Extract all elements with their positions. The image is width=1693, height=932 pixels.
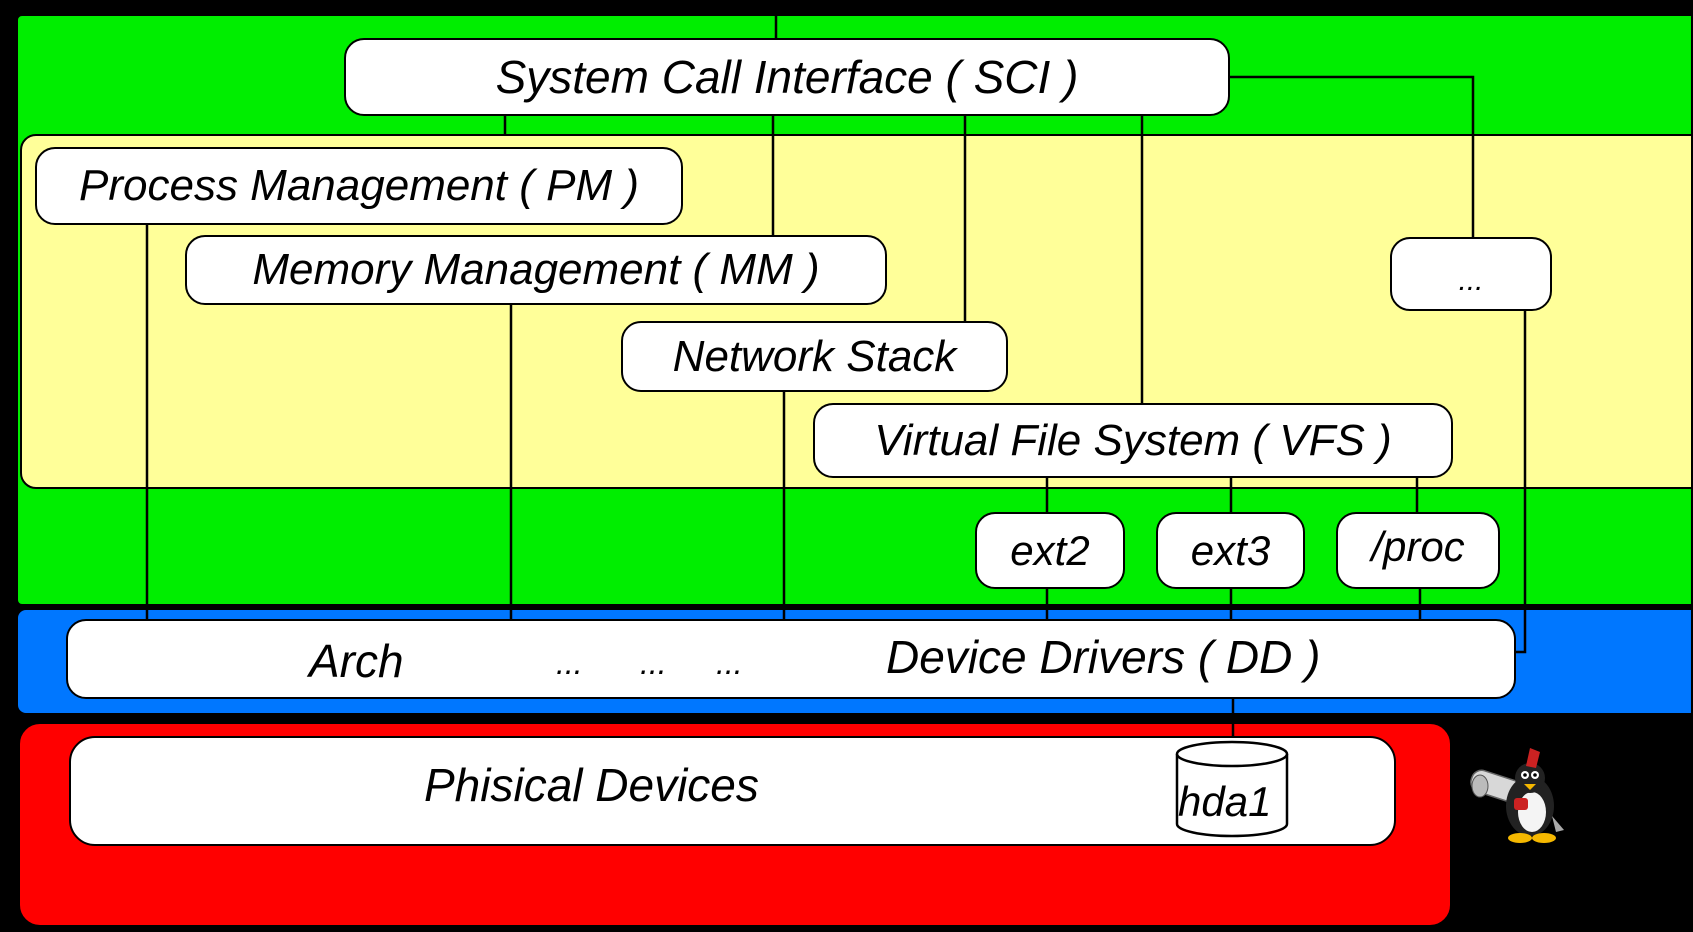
virtual-file-system-box: Virtual File System ( VFS ) [813,403,1453,478]
physical-devices-label: Phisical Devices [424,759,759,811]
other-subsystems-box: ... [1390,237,1552,311]
ellipsis-3: ... [716,645,743,681]
process-management-box: Process Management ( PM ) [35,147,683,225]
proc-box: /proc [1336,512,1500,589]
tux-penguin-cannon-icon [1470,748,1564,843]
memory-management-box: Memory Management ( MM ) [185,235,887,305]
device-drivers-label: Device Drivers ( DD ) [886,631,1321,683]
arch-label: Arch [309,635,404,687]
ellipsis-2: ... [640,645,667,681]
network-stack-box: Network Stack [621,321,1008,392]
hda1-disk-icon [1175,740,1289,838]
driver-bar [66,619,1516,699]
hda1-label: hda1 [1178,778,1272,825]
ext3-box: ext3 [1156,512,1305,589]
ext2-box: ext2 [975,512,1125,589]
ellipsis-1: ... [556,645,583,681]
physical-devices-box [69,736,1396,846]
system-call-interface-box: System Call Interface ( SCI ) [344,38,1230,116]
